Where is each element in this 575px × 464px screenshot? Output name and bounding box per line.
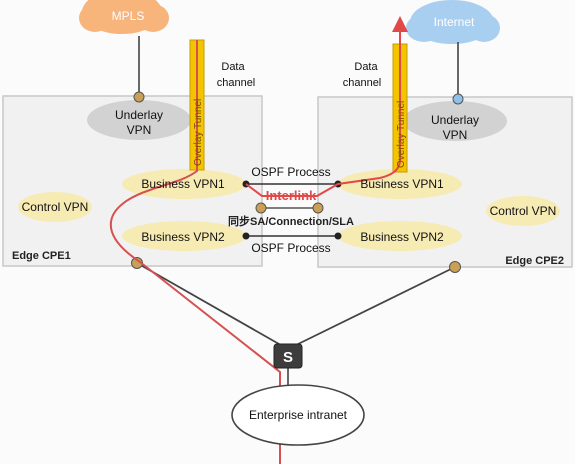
interlink-port-right <box>312 202 324 214</box>
interlink-port-left <box>255 202 267 214</box>
interlink-label: Interlink <box>266 188 317 203</box>
control-vpn-left-label: Control VPN <box>22 200 89 214</box>
internet-label: Internet <box>434 15 475 29</box>
data-channel-left-1: Data <box>221 61 245 73</box>
underlay-vpn-left <box>87 100 191 140</box>
underlay-vpn-right-1: Underlay <box>431 113 479 127</box>
cpe2-lan-port <box>449 261 461 273</box>
overlay-tunnel-left-label: Overlay Tunnel <box>193 99 204 166</box>
business-vpn1-left-label: Business VPN1 <box>141 177 225 191</box>
underlay-vpn-left-2: VPN <box>127 123 152 137</box>
switch-icon <box>273 343 303 369</box>
business-vpn2-right-label: Business VPN2 <box>360 230 444 244</box>
control-vpn-right <box>486 196 560 226</box>
underlay-vpn-right <box>403 101 507 141</box>
control-vpn-left <box>18 192 92 222</box>
underlay-vpn-left-1: Underlay <box>115 108 163 122</box>
overlay-tunnel-right-label: Overlay Tunnel <box>396 101 407 168</box>
data-channel-right-1: Data <box>354 61 378 73</box>
business-vpn1-right <box>338 169 462 199</box>
mpls-label: MPLS <box>112 9 145 23</box>
business-vpn1-left <box>122 169 246 199</box>
data-channel-right-2: channel <box>343 77 382 89</box>
ospf-process-top: OSPF Process <box>251 165 330 179</box>
business-vpn2-right <box>338 221 462 251</box>
sync-label: 同步SA/Connection/SLA <box>228 214 354 228</box>
mpls-cloud <box>79 0 169 34</box>
underlay-vpn-right-2: VPN <box>443 128 468 142</box>
data-channel-left-2: channel <box>217 77 256 89</box>
ospf-process-bottom: OSPF Process <box>251 241 330 255</box>
vpn2-port-right <box>334 232 342 240</box>
control-vpn-right-label: Control VPN <box>490 204 557 218</box>
vpn2-port-left <box>242 232 250 240</box>
red-data-path <box>109 40 281 464</box>
underlay-port-left <box>133 91 145 103</box>
switch-glyph: S <box>283 349 293 366</box>
red-interlink-path <box>245 16 408 197</box>
cpe2-downlink <box>289 266 456 349</box>
edge-cpe2-label: Edge CPE2 <box>505 255 564 267</box>
cpe1-downlink <box>136 262 287 349</box>
enterprise-intranet-label: Enterprise intranet <box>249 408 348 422</box>
underlay-port-right <box>452 93 464 105</box>
business-vpn2-left-label: Business VPN2 <box>141 230 225 244</box>
business-vpn2-left <box>122 221 246 251</box>
internet-cloud <box>406 0 500 44</box>
edge-cpe1-label: Edge CPE1 <box>12 250 71 262</box>
enterprise-intranet-node <box>231 384 365 446</box>
business-vpn1-right-label: Business VPN1 <box>360 177 444 191</box>
